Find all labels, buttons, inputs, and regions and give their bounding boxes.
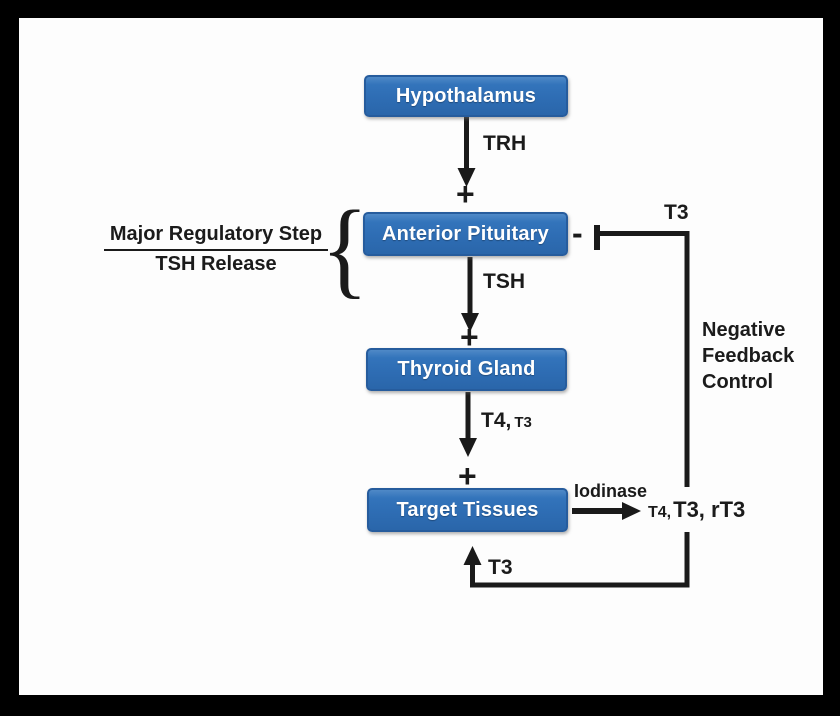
- tsh-release-subtitle: TSH Release: [155, 253, 277, 275]
- node-hypothalamus: Hypothalamus: [364, 75, 568, 117]
- products-label: T4,T3, rT3: [648, 499, 745, 521]
- node-anterior-pituitary-label: Anterior Pituitary: [382, 222, 549, 245]
- products-label-t4: T4,: [648, 504, 672, 521]
- t3-return-label: T3: [488, 556, 513, 579]
- negative-feedback-label: Negative Feedback Control: [702, 319, 795, 393]
- node-anterior-pituitary: Anterior Pituitary: [363, 212, 568, 256]
- node-thyroid-gland: Thyroid Gland: [366, 348, 567, 391]
- tsh-label: TSH: [483, 270, 525, 293]
- node-target-tissues: Target Tissues: [367, 488, 568, 532]
- plus-sign-anterior: +: [456, 176, 475, 212]
- node-target-tissues-label: Target Tissues: [396, 498, 539, 521]
- plus-sign-thyroid: +: [460, 319, 479, 355]
- left-curly-brace-icon: {: [321, 189, 369, 309]
- trh-label: TRH: [483, 132, 527, 155]
- major-regulatory-step-annotation: Major Regulatory Step TSH Release: [98, 221, 334, 278]
- products-label-t3-rt3: T3, rT3: [673, 497, 746, 522]
- plus-sign-target: +: [458, 458, 477, 494]
- minus-sign-inhibition: -: [572, 215, 583, 251]
- t4-t3-label: T4,T3: [481, 410, 532, 431]
- major-regulatory-step-title: Major Regulatory Step: [103, 221, 329, 251]
- t4-label-small: T3: [514, 414, 532, 431]
- node-thyroid-gland-label: Thyroid Gland: [397, 358, 536, 380]
- node-hypothalamus-label: Hypothalamus: [395, 84, 537, 107]
- t3-top-label: T3: [664, 201, 689, 224]
- iodinase-label: Iodinase: [574, 481, 648, 501]
- t4-label-main: T4,: [481, 409, 512, 432]
